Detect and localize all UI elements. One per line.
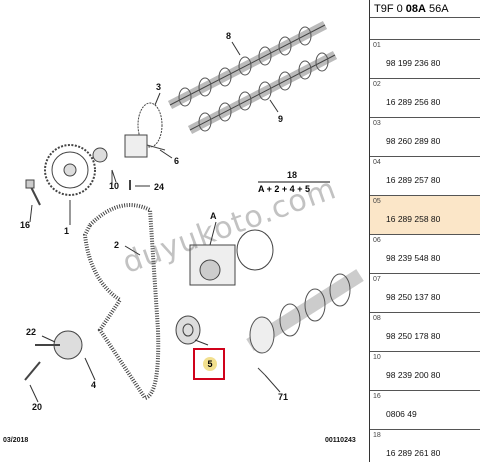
callout-6: 6 bbox=[174, 156, 180, 166]
part-row[interactable]: 02 16 289 256 80 bbox=[370, 79, 480, 118]
callout-24: 24 bbox=[154, 182, 165, 192]
part-index: 04 bbox=[373, 159, 381, 166]
callout-1: 1 bbox=[64, 226, 70, 236]
callout-71: 71 bbox=[278, 392, 289, 402]
part-row[interactable]: 03 98 260 289 80 bbox=[370, 118, 480, 157]
part-row[interactable]: 08 98 250 178 80 bbox=[370, 313, 480, 352]
part-reference: 16 289 257 80 bbox=[386, 175, 441, 185]
callout-A: A bbox=[210, 211, 217, 221]
callout-18: 18 bbox=[287, 170, 298, 180]
parts-list-panel: T9F 0 08A 56A 01 98 199 236 80 02 16 289 25… bbox=[370, 0, 480, 462]
exploded-parts-diagram: 8 9 3 6 10 24 16 1 2 A 18 A + 2 + 4 + 5 … bbox=[3, 0, 370, 462]
part-reference: 98 260 289 80 bbox=[386, 136, 441, 146]
header-code-suffix: 56A bbox=[425, 3, 449, 15]
timing-belt-drawing bbox=[24, 21, 364, 403]
part-row[interactable]: 06 98 239 548 80 bbox=[370, 235, 480, 274]
callout-10: 10 bbox=[109, 181, 120, 191]
part-reference: 98 199 236 80 bbox=[386, 58, 441, 68]
panel-header: T9F 0 08A 56A bbox=[370, 0, 480, 18]
callout-22: 22 bbox=[26, 327, 37, 337]
part-reference: 98 250 137 80 bbox=[386, 292, 441, 302]
part-reference: 16 289 256 80 bbox=[386, 97, 441, 107]
callout-4: 4 bbox=[91, 380, 97, 390]
part-index: 02 bbox=[373, 81, 381, 88]
part-row[interactable]: 18 16 289 261 80 bbox=[370, 430, 480, 469]
part-index: 05 bbox=[373, 198, 381, 205]
formula-rule bbox=[258, 181, 330, 183]
callout-16: 16 bbox=[20, 220, 31, 230]
part-reference: 16 289 258 80 bbox=[386, 214, 441, 224]
callout-3: 3 bbox=[156, 82, 162, 92]
callout-8: 8 bbox=[226, 31, 232, 41]
part-index: 08 bbox=[373, 315, 381, 322]
callout-20: 20 bbox=[32, 402, 43, 412]
part-index: 18 bbox=[373, 432, 381, 439]
part-index: 01 bbox=[373, 42, 381, 49]
header-code-bold: 08A bbox=[405, 3, 426, 15]
part-row[interactable]: 07 98 250 137 80 bbox=[370, 274, 480, 313]
part-index: 06 bbox=[373, 237, 381, 244]
part-row[interactable]: 05 16 289 258 80 bbox=[370, 196, 480, 235]
callout-2: 2 bbox=[114, 240, 120, 250]
callout-5: 5 bbox=[203, 357, 217, 371]
part-reference: 98 239 548 80 bbox=[386, 253, 441, 263]
part-reference: 98 239 200 80 bbox=[386, 370, 441, 380]
highlighted-part-5[interactable]: 5 bbox=[193, 348, 225, 380]
part-index: 07 bbox=[373, 276, 381, 283]
part-row[interactable]: 10 98 239 200 80 bbox=[370, 352, 480, 391]
callout-formula: A + 2 + 4 + 5 bbox=[258, 184, 310, 194]
part-reference: 0806 49 bbox=[386, 409, 417, 419]
part-index: 03 bbox=[373, 120, 381, 127]
part-index: 16 bbox=[373, 393, 381, 400]
part-row[interactable]: 04 16 289 257 80 bbox=[370, 157, 480, 196]
part-row[interactable]: 01 98 199 236 80 bbox=[370, 40, 480, 79]
footer-code: 00110243 bbox=[325, 437, 356, 444]
footer-date: 03/2018 bbox=[3, 437, 29, 444]
part-reference: 16 289 261 80 bbox=[386, 448, 441, 458]
part-reference: 98 250 178 80 bbox=[386, 331, 441, 341]
part-index: 10 bbox=[373, 354, 381, 361]
header-code-prefix: T9F 0 bbox=[374, 3, 406, 15]
part-row[interactable]: 16 0806 49 bbox=[370, 391, 480, 430]
parts-list: 01 98 199 236 80 02 16 289 256 80 03 98 260 2… bbox=[370, 40, 480, 469]
callout-9: 9 bbox=[278, 114, 284, 124]
panel-spacer bbox=[370, 18, 480, 40]
